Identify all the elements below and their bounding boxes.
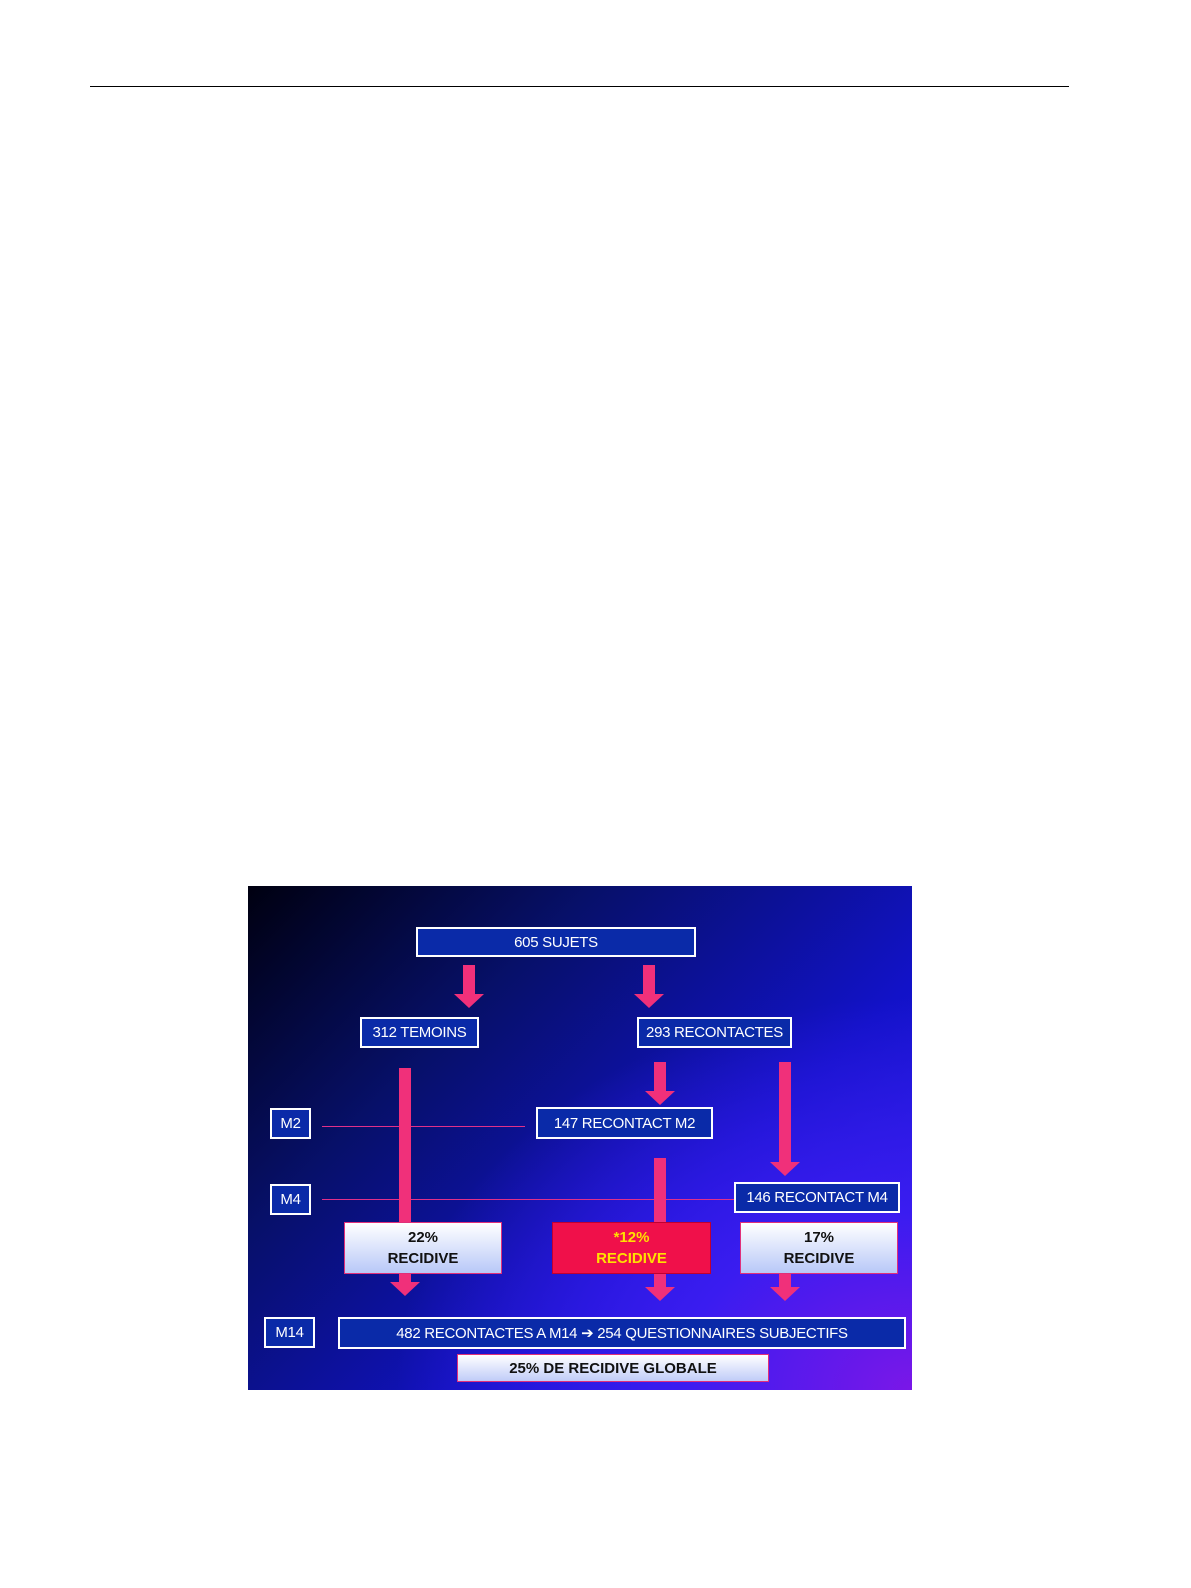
arrow-down-icon xyxy=(454,965,484,1008)
arrow-down-icon xyxy=(770,1062,800,1176)
total-subjects-box: 605 SUJETS xyxy=(416,927,696,957)
recidive-label: RECIDIVE xyxy=(387,1250,459,1267)
m14-summary-box: 482 RECONTACTES A M14 ➔ 254 QUESTIONNAIR… xyxy=(338,1317,906,1349)
recidive-pct: *12% xyxy=(613,1229,650,1246)
recidive-m4: 17% RECIDIVE xyxy=(740,1222,898,1274)
recontact-m2-box: 147 RECONTACT M2 xyxy=(536,1107,713,1139)
recidive-label: RECIDIVE xyxy=(596,1250,667,1267)
m2-label: M2 xyxy=(270,1108,311,1139)
recidive-label: RECIDIVE xyxy=(783,1250,855,1267)
m4-label: M4 xyxy=(270,1184,311,1215)
header-rule xyxy=(90,86,1069,87)
m14-label: M14 xyxy=(264,1317,315,1348)
recidive-controls: 22% RECIDIVE xyxy=(344,1222,502,1274)
recidive-m2: *12% RECIDIVE xyxy=(552,1222,711,1274)
m2-timeline xyxy=(322,1126,525,1127)
recidive-pct: 17% xyxy=(803,1229,835,1246)
controls-box: 312 TEMOINS xyxy=(360,1017,479,1048)
global-recidive-box: 25% DE RECIDIVE GLOBALE xyxy=(457,1354,769,1382)
m4-timeline xyxy=(322,1199,734,1200)
arrow-down-icon xyxy=(645,1062,675,1105)
recontacted-box: 293 RECONTACTES xyxy=(637,1017,792,1048)
arrow-down-icon xyxy=(634,965,664,1008)
recidive-pct: 22% xyxy=(407,1229,439,1246)
recontact-m4-box: 146 RECONTACT M4 xyxy=(734,1182,900,1213)
study-flow-diagram: 605 SUJETS 312 TEMOINS 293 RECONTACTES M… xyxy=(248,886,912,1390)
